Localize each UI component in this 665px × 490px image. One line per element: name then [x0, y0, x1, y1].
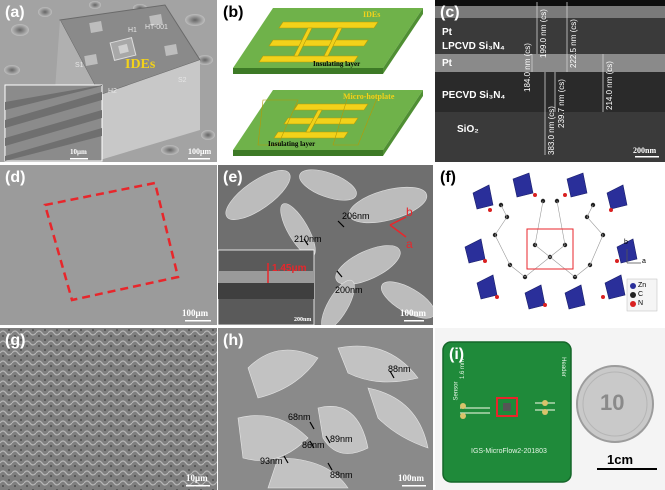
panel-f-axis-b: b: [624, 239, 628, 246]
panel-c-pt-mid: Pt: [442, 58, 452, 69]
panel-c-measure-6: 214.0 nm (cs): [605, 61, 614, 110]
panel-c-label: (c): [440, 4, 460, 21]
panel-b-bottom-title: Micro-hotplate: [343, 92, 395, 101]
panel-a-chip-s2: S2: [178, 77, 187, 84]
panel-g-label: (g): [5, 332, 26, 349]
panel-e-axis-a: a: [406, 237, 413, 251]
panel-h-scale: 100nm: [398, 473, 425, 483]
panel-f: (f) b a Zn C N: [435, 165, 665, 325]
panel-f-legend-zn: Zn: [638, 282, 647, 289]
panel-e-sem-image: [218, 165, 433, 325]
panel-c-sio2: SiO₂: [457, 124, 479, 135]
panel-c-measure-3: 184.0 nm (cs): [523, 43, 532, 92]
panel-a-inset-scale: 10μm: [70, 148, 87, 156]
panel-e-width-1: 206nm: [342, 211, 370, 221]
panel-h-label: (h): [223, 332, 244, 349]
panel-c-measure-4: 239.7 nm (cs): [557, 79, 566, 128]
panel-b-top-layer: Insulating layer: [313, 60, 361, 68]
panel-c-lpcvd: LPCVD Si₃N₄: [442, 41, 505, 52]
panel-h-sem-image: [218, 328, 433, 490]
panel-i-coin-value: 10: [600, 390, 625, 415]
panel-c-cross-section: [435, 0, 665, 162]
panel-f-crystal-structure: [464, 172, 658, 312]
panel-e-axis-b: b: [406, 205, 413, 219]
panel-c-measure-5: 383.0 nm (cs): [547, 106, 556, 155]
panel-b-bottom-layer: Insulating layer: [268, 140, 316, 148]
panel-b-top-title: IDEs: [363, 10, 381, 19]
panel-e-label: (e): [223, 169, 243, 186]
panel-f-legend-c: C: [638, 291, 644, 298]
panel-i: (i) IGS-MicroFlow2-201803 Header Sensor …: [435, 328, 665, 490]
panel-d: (d) 100μm: [0, 165, 217, 325]
panel-c-measure-1: 199.0 nm (cs): [539, 9, 548, 58]
panel-b: (b) IDEs Insulating layer Micro-hotplate…: [218, 0, 433, 162]
panel-e-width-2: 210nm: [294, 234, 322, 244]
panel-c-pecvd: PECVD Si₃N₄: [442, 90, 506, 101]
panel-h-width-2: 68nm: [288, 412, 311, 422]
panel-d-label: (d): [5, 169, 26, 186]
panel-a-label: (a): [5, 4, 25, 21]
panel-h-width-6: 88nm: [330, 470, 353, 480]
panel-b-label: (b): [223, 4, 244, 21]
panel-f-legend-n: N: [638, 300, 644, 307]
panel-e: (e) 206nm 210nm 200nm 1.45μm b a 200nm 1…: [218, 165, 433, 325]
panel-a-ides-label: IDEs: [125, 57, 156, 72]
panel-h: (h) 88nm 68nm 86nm 89nm 93nm 88nm 100nm: [218, 328, 433, 490]
panel-i-scale: 1cm: [607, 452, 634, 467]
panel-a-chip-h2: H2: [108, 88, 117, 95]
panel-g-scale: 10μm: [186, 473, 208, 483]
panel-g-sem-image: [0, 328, 217, 490]
panel-d-scale: 100μm: [182, 308, 209, 318]
panel-i-side-sensor: Sensor: [453, 381, 460, 401]
panel-a-chip-code: HT-001: [145, 24, 168, 31]
panel-h-width-3: 86nm: [302, 440, 325, 450]
panel-e-thickness: 1.45μm: [272, 263, 307, 274]
panel-i-header: Header: [559, 357, 566, 377]
panel-e-scale: 100nm: [400, 308, 427, 318]
panel-i-label: (i): [449, 346, 465, 363]
panel-c-scale: 200nm: [633, 146, 657, 155]
panel-b-schematic: [233, 8, 423, 156]
panel-a-sem-image: [0, 0, 217, 162]
panel-e-width-3: 200nm: [335, 285, 363, 295]
panel-d-sem-image: [0, 165, 217, 325]
panel-i-photo: [442, 341, 657, 483]
panel-f-axis-a: a: [642, 258, 646, 265]
panel-c-measure-2: 222.5 nm (cs): [569, 19, 578, 68]
panel-d-region-outline: [43, 181, 180, 302]
panel-c-pt-top: Pt: [442, 27, 452, 38]
panel-a-chip-s1: S1: [75, 62, 84, 69]
panel-h-width-4: 89nm: [330, 434, 353, 444]
panel-a-chip-h1: H1: [128, 27, 137, 34]
panel-a: (a) IDEs H1 HT-001 S1 S2 H2 10μm 100μm: [0, 0, 217, 162]
panel-f-label: (f): [440, 169, 456, 186]
panel-h-width-5: 93nm: [260, 456, 283, 466]
panel-i-board-text: IGS-MicroFlow2-201803: [471, 448, 547, 455]
panel-e-inset-scale: 200nm: [294, 317, 312, 323]
panel-h-width-1: 88nm: [388, 364, 411, 374]
panel-a-scale: 100μm: [188, 147, 212, 156]
panel-g: (g) 10μm: [0, 328, 217, 490]
panel-i-side-thickness: 1.6 mm: [460, 358, 467, 380]
panel-c: (c) Pt LPCVD Si₃N₄ Pt PECVD Si₃N₄ SiO₂ 1…: [435, 0, 665, 162]
